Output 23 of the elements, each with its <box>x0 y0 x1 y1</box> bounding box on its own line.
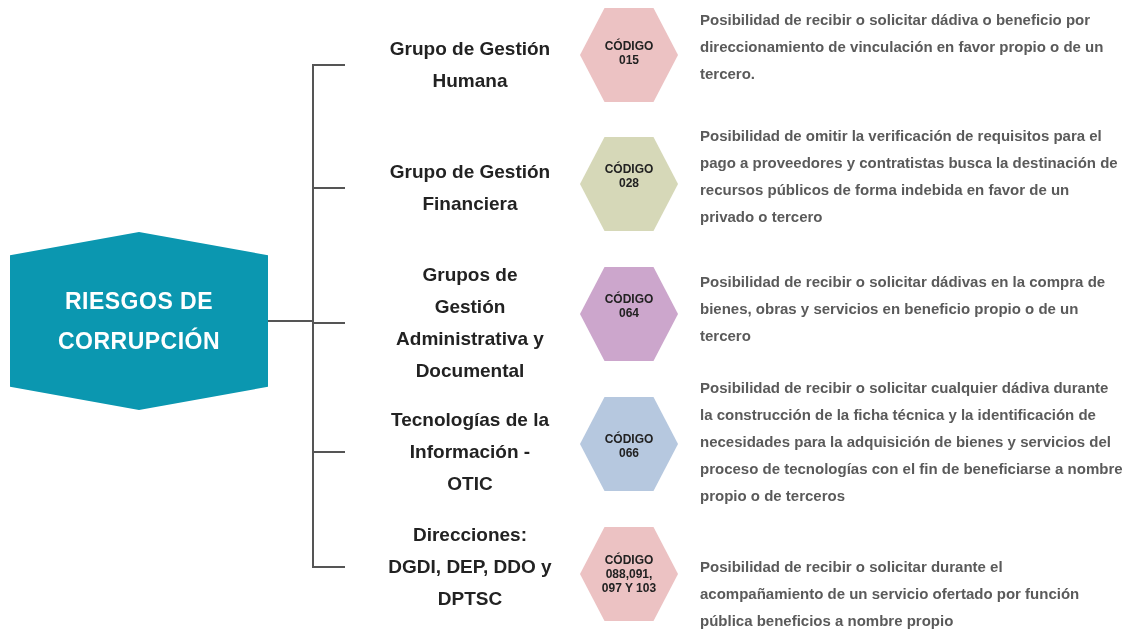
description-text: Posibilidad de recibir o solicitar dádivas en la compra de bienes, obras y servicios en beneficio propio o de un tercero <box>700 272 1107 346</box>
code-text: CÓDIGO 064 <box>603 292 655 320</box>
code-hexagon <box>580 8 678 102</box>
group-label: Direcciones: DGDI, DEP, DDO y DPTSC <box>345 517 555 617</box>
code-hexagon <box>580 397 678 491</box>
connector-line <box>267 320 346 568</box>
group-label: Grupos de Gestión Administrativa y Documental <box>345 258 555 388</box>
code-text: CÓDIGO 066 <box>603 432 655 460</box>
description-text: Posibilidad de recibir o solicitar durante el acompañamiento de un servicio ofertado por función pública beneficios a nombre propio <box>700 557 1081 631</box>
group-label: Grupo de Gestión Financiera <box>345 138 555 238</box>
group-label: Grupo de Gestión Humana <box>345 15 555 115</box>
hexagon-box <box>10 232 268 410</box>
description-text: Posibilidad de recibir o solicitar dádiva o beneficio por direccionamiento de vinculación en favor propio o de un tercero. <box>700 10 1105 84</box>
description-text: Posibilidad de omitir la verificación de requisitos para el pago a proveedores y contratistas busca la destinación de recursos públicos de forma indebida en favor de un privado o tercero <box>700 126 1119 227</box>
code-hexagon <box>580 267 678 361</box>
code-text: CÓDIGO 088,091, 097 Y 103 <box>600 553 658 595</box>
code-hexagon <box>580 137 678 231</box>
code-hexagon <box>580 527 678 621</box>
group-label: Tecnologías de la Información - OTIC <box>345 402 555 502</box>
code-text: CÓDIGO 028 <box>603 162 655 190</box>
title-text: RIESGOS DE CORRUPCIÓN <box>56 287 222 356</box>
description-text: Posibilidad de recibir o solicitar cualquier dádiva durante la construcción de la ficha técnica y la identificación de necesidades para la adquisición de bienes y servicios del proceso de tecnologías con el fin de beneficiarse a nombre propio o de terceros <box>700 378 1124 506</box>
code-text: CÓDIGO 015 <box>603 39 655 67</box>
